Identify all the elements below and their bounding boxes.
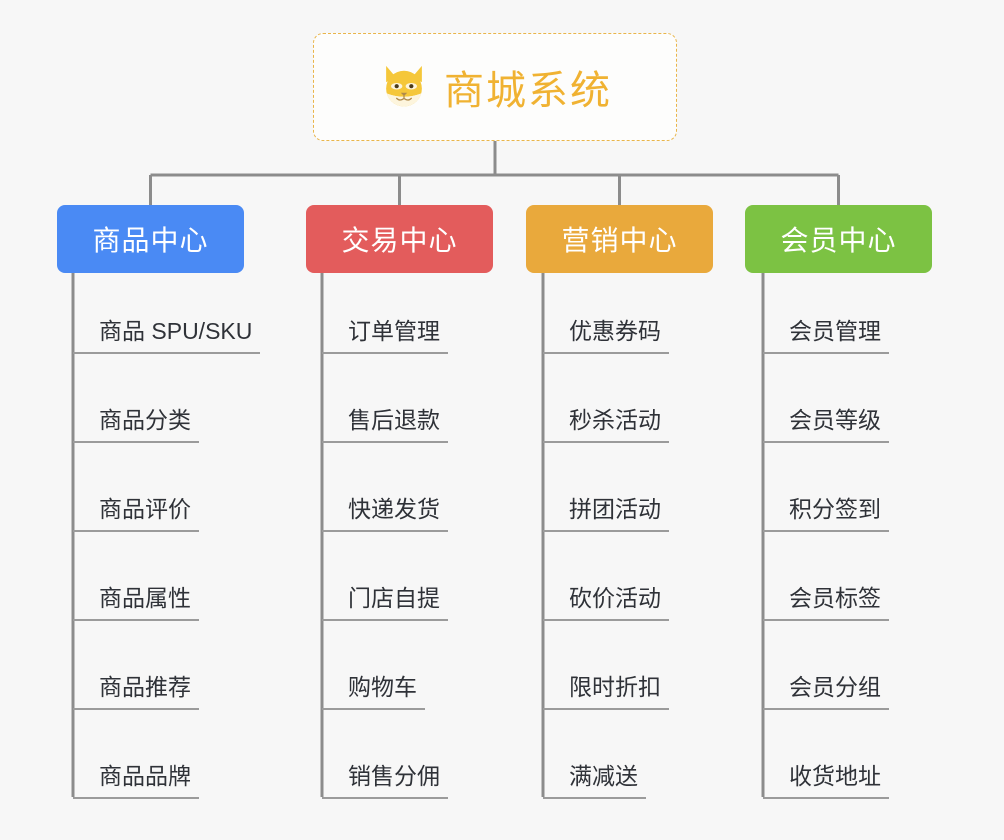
category-box-2[interactable]: 交易中心 — [306, 205, 493, 273]
leaf-item[interactable]: 积分签到 — [763, 494, 889, 532]
leaf-item[interactable]: 门店自提 — [322, 583, 448, 621]
root-title: 商城系统 — [444, 69, 612, 113]
leaf-item[interactable]: 商品 SPU/SKU — [73, 316, 261, 354]
category-box-1[interactable]: 商品中心 — [57, 205, 244, 273]
leaf-item[interactable]: 会员分组 — [763, 672, 889, 710]
leaf-item[interactable]: 砍价活动 — [543, 583, 669, 621]
leaf-item[interactable]: 秒杀活动 — [543, 405, 669, 443]
leaf-item[interactable]: 会员标签 — [763, 583, 889, 621]
leaf-item[interactable]: 商品品牌 — [73, 761, 199, 799]
leaf-item[interactable]: 快递发货 — [322, 494, 448, 532]
shiba-dog-face-icon — [378, 61, 430, 113]
leaf-item[interactable]: 订单管理 — [322, 316, 448, 354]
leaf-item[interactable]: 商品推荐 — [73, 672, 199, 710]
category-label: 会员中心 — [780, 225, 897, 256]
category-label: 营销中心 — [561, 225, 678, 256]
leaf-item[interactable]: 会员等级 — [763, 405, 889, 443]
leaf-item[interactable]: 购物车 — [322, 672, 425, 710]
leaf-item[interactable]: 商品分类 — [73, 405, 199, 443]
leaf-item[interactable]: 商品评价 — [73, 494, 199, 532]
leaf-item[interactable]: 收货地址 — [763, 761, 889, 799]
category-box-4[interactable]: 会员中心 — [745, 205, 932, 273]
category-box-3[interactable]: 营销中心 — [526, 205, 713, 273]
leaf-item[interactable]: 销售分佣 — [322, 761, 448, 799]
category-label: 商品中心 — [92, 225, 209, 256]
leaf-item[interactable]: 会员管理 — [763, 316, 889, 354]
leaf-item[interactable]: 商品属性 — [73, 583, 199, 621]
category-label: 交易中心 — [341, 225, 458, 256]
leaf-item[interactable]: 满减送 — [543, 761, 646, 799]
root-node[interactable]: 商城系统 — [313, 33, 677, 141]
leaf-item[interactable]: 优惠券码 — [543, 316, 669, 354]
leaf-item[interactable]: 拼团活动 — [543, 494, 669, 532]
leaf-item[interactable]: 售后退款 — [322, 405, 448, 443]
leaf-item[interactable]: 限时折扣 — [543, 672, 669, 710]
